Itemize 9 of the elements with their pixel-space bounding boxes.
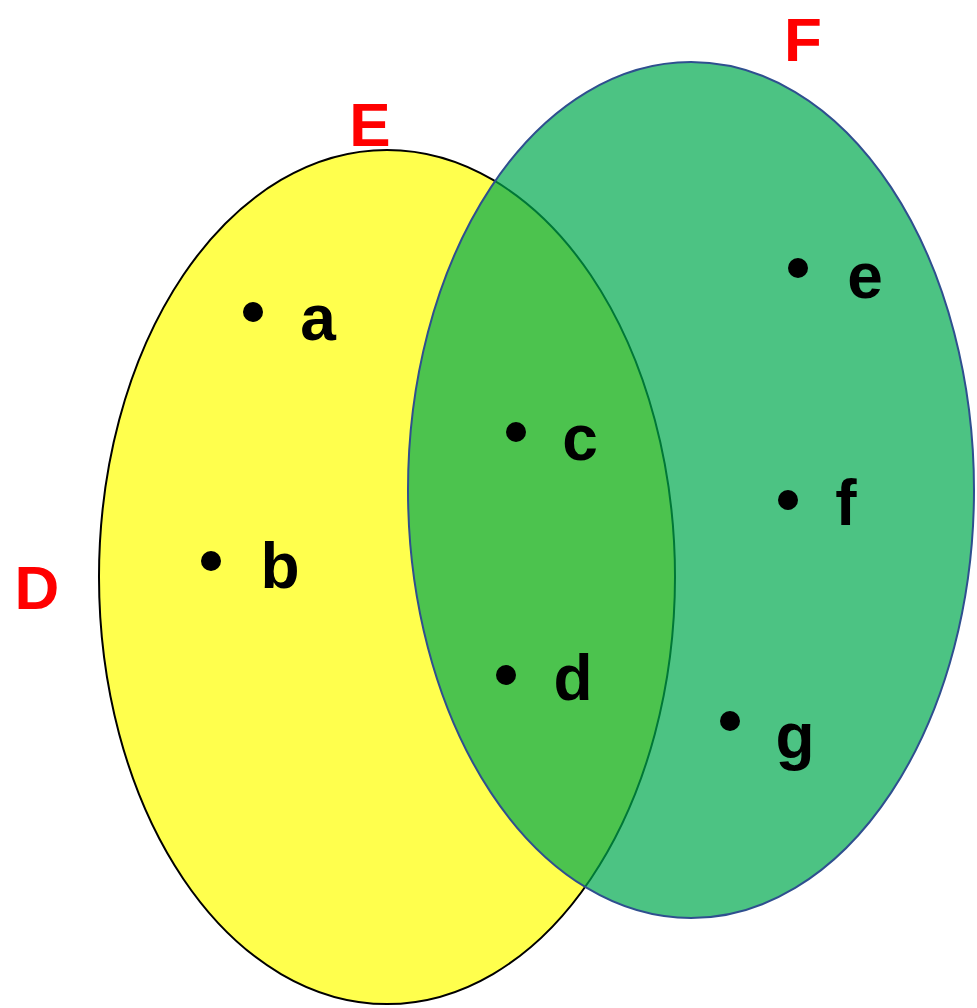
- element-label: c: [562, 406, 598, 470]
- element-label: a: [300, 286, 336, 350]
- element-label: b: [260, 534, 300, 598]
- set-label: D: [14, 557, 60, 619]
- element-label: f: [835, 471, 857, 535]
- set-label: F: [784, 9, 822, 71]
- element-label: e: [847, 244, 883, 308]
- element-label: d: [553, 646, 593, 710]
- set-label: E: [349, 94, 391, 156]
